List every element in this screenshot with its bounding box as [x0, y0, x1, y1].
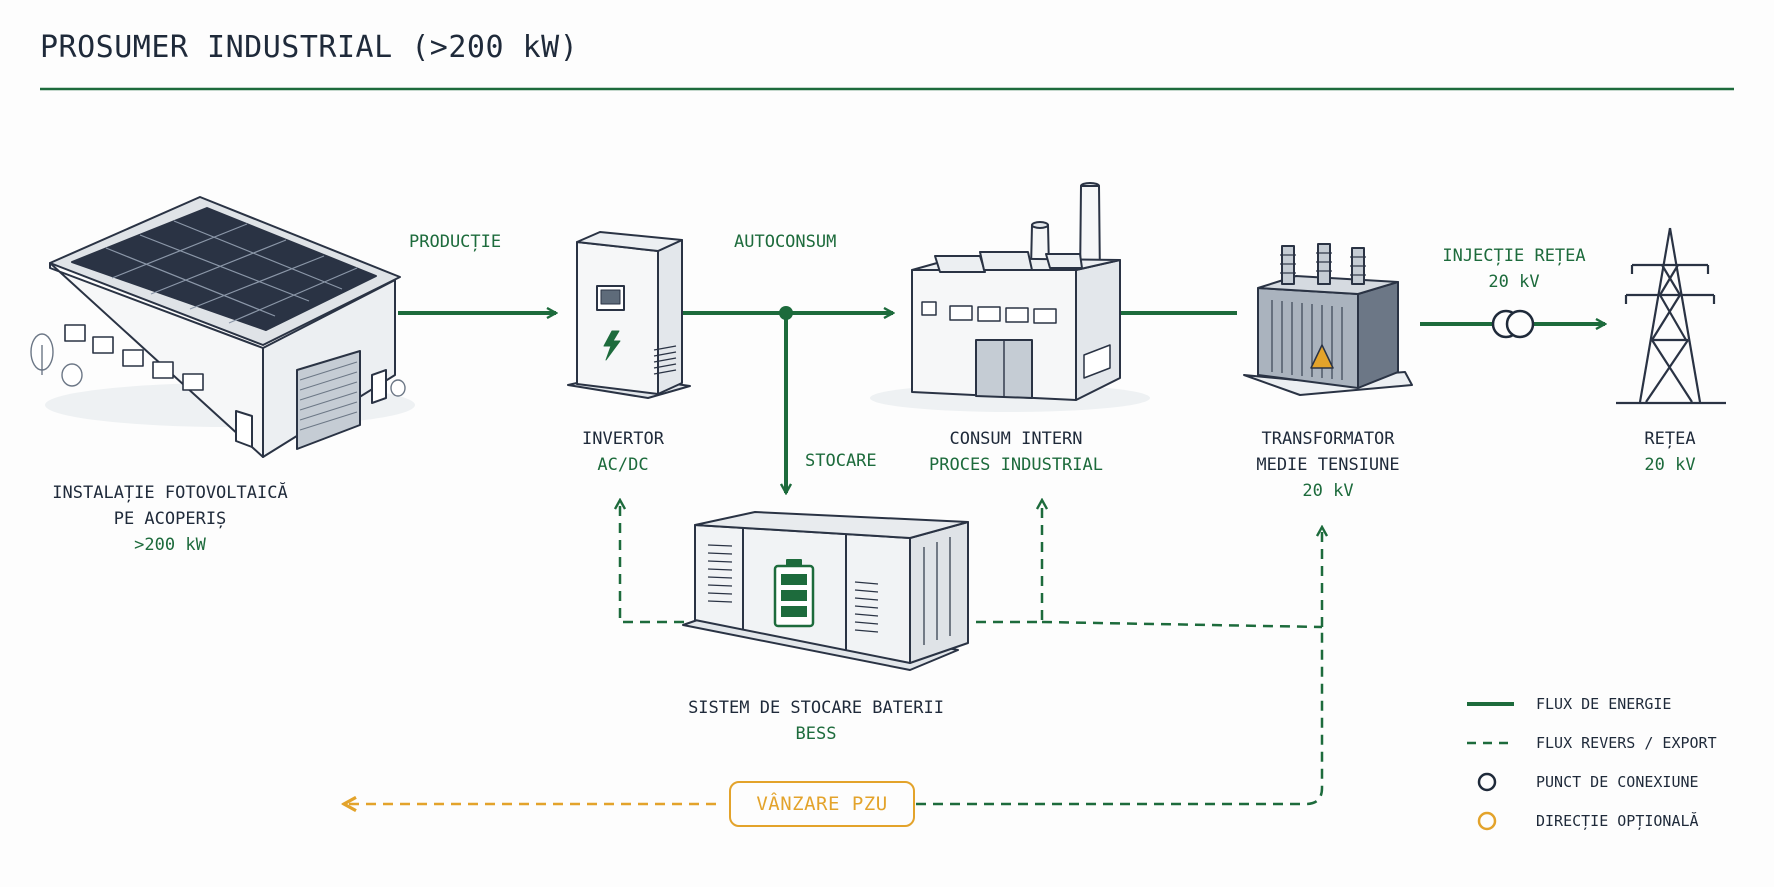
bess-export-line	[1041, 620, 1323, 629]
legend-optional-direction-label: DIRECȚIE OPȚIONALĂ	[1536, 812, 1699, 830]
inverter-cabinet-icon	[567, 231, 691, 399]
storage-flow-label: STOCARE	[805, 451, 877, 471]
injection-transformer-symbol	[1491, 309, 1535, 339]
page-title: PROSUMER INDUSTRIAL (>200 kW)	[40, 30, 579, 65]
consumption-name: CONSUM INTERN	[949, 429, 1083, 449]
inverter-node-label: INVERTOR AC/DC	[563, 426, 683, 478]
inverter-name: INVERTOR	[582, 429, 664, 449]
pv-node-label: INSTALAȚIE FOTOVOLTAICĂ PE ACOPERIȘ >200…	[40, 480, 300, 558]
grid-voltage: 20 kV	[1644, 455, 1696, 475]
transformer-name-line1: TRANSFORMATOR	[1261, 429, 1395, 449]
pzu-sale-badge: VÂNZARE PZU	[729, 781, 915, 827]
transformer-icon	[1243, 243, 1413, 396]
legend-optional-direction-symbol	[1477, 811, 1497, 831]
legend-energy-flow-label: FLUX DE ENERGIE	[1536, 695, 1672, 713]
bess-node-label: SISTEM DE STOCARE BATERII BESS	[666, 695, 966, 747]
battery-container-icon	[682, 511, 969, 671]
consumption-node-label: CONSUM INTERN PROCES INDUSTRIAL	[906, 426, 1126, 478]
injection-flow-label: INJECȚIE REȚEA 20 kV	[1424, 243, 1604, 295]
legend-symbols	[1467, 702, 1514, 831]
pzu-sale-label: VÂNZARE PZU	[756, 793, 888, 815]
consumption-sub: PROCES INDUSTRIAL	[929, 455, 1103, 475]
legend-connection-point-label: PUNCT DE CONEXIUNE	[1536, 773, 1699, 791]
injection-flow-label-line1: INJECȚIE REȚEA	[1442, 246, 1586, 266]
power-pylon-icon	[1616, 227, 1726, 405]
selfconsumption-flow-label: AUTOCONSUM	[734, 232, 837, 252]
bess-abbrev: BESS	[795, 724, 837, 744]
bess-to-inverter-return	[620, 500, 684, 624]
pv-name-line1: INSTALAȚIE FOTOVOLTAICĂ	[52, 483, 288, 503]
bess-name: SISTEM DE STOCARE BATERII	[688, 698, 944, 718]
pv-capacity: >200 kW	[134, 535, 206, 555]
legend-reverse-flow-label: FLUX REVERS / EXPORT	[1536, 734, 1717, 752]
junction-node	[779, 306, 793, 320]
transformer-name-line2: MEDIE TENSIUNE	[1256, 455, 1400, 475]
legend-connection-point-symbol	[1477, 772, 1497, 792]
production-flow-label: PRODUCȚIE	[409, 232, 502, 252]
injection-flow-label-line2: 20 kV	[1488, 272, 1540, 292]
pv-name-line2: PE ACOPERIȘ	[113, 509, 227, 529]
inverter-type: AC/DC	[597, 455, 649, 475]
factory-icon	[870, 182, 1150, 412]
grid-name: REȚEA	[1644, 429, 1696, 449]
transformer-voltage: 20 kV	[1302, 481, 1354, 501]
transformer-node-label: TRANSFORMATOR MEDIE TENSIUNE 20 kV	[1228, 426, 1428, 504]
reverse-flows	[620, 500, 1324, 806]
solar-building-icon	[30, 196, 415, 458]
bess-to-consumption-return	[976, 500, 1042, 624]
sale-return-line	[916, 627, 1324, 806]
grid-node-label: REȚEA 20 kV	[1610, 426, 1730, 478]
